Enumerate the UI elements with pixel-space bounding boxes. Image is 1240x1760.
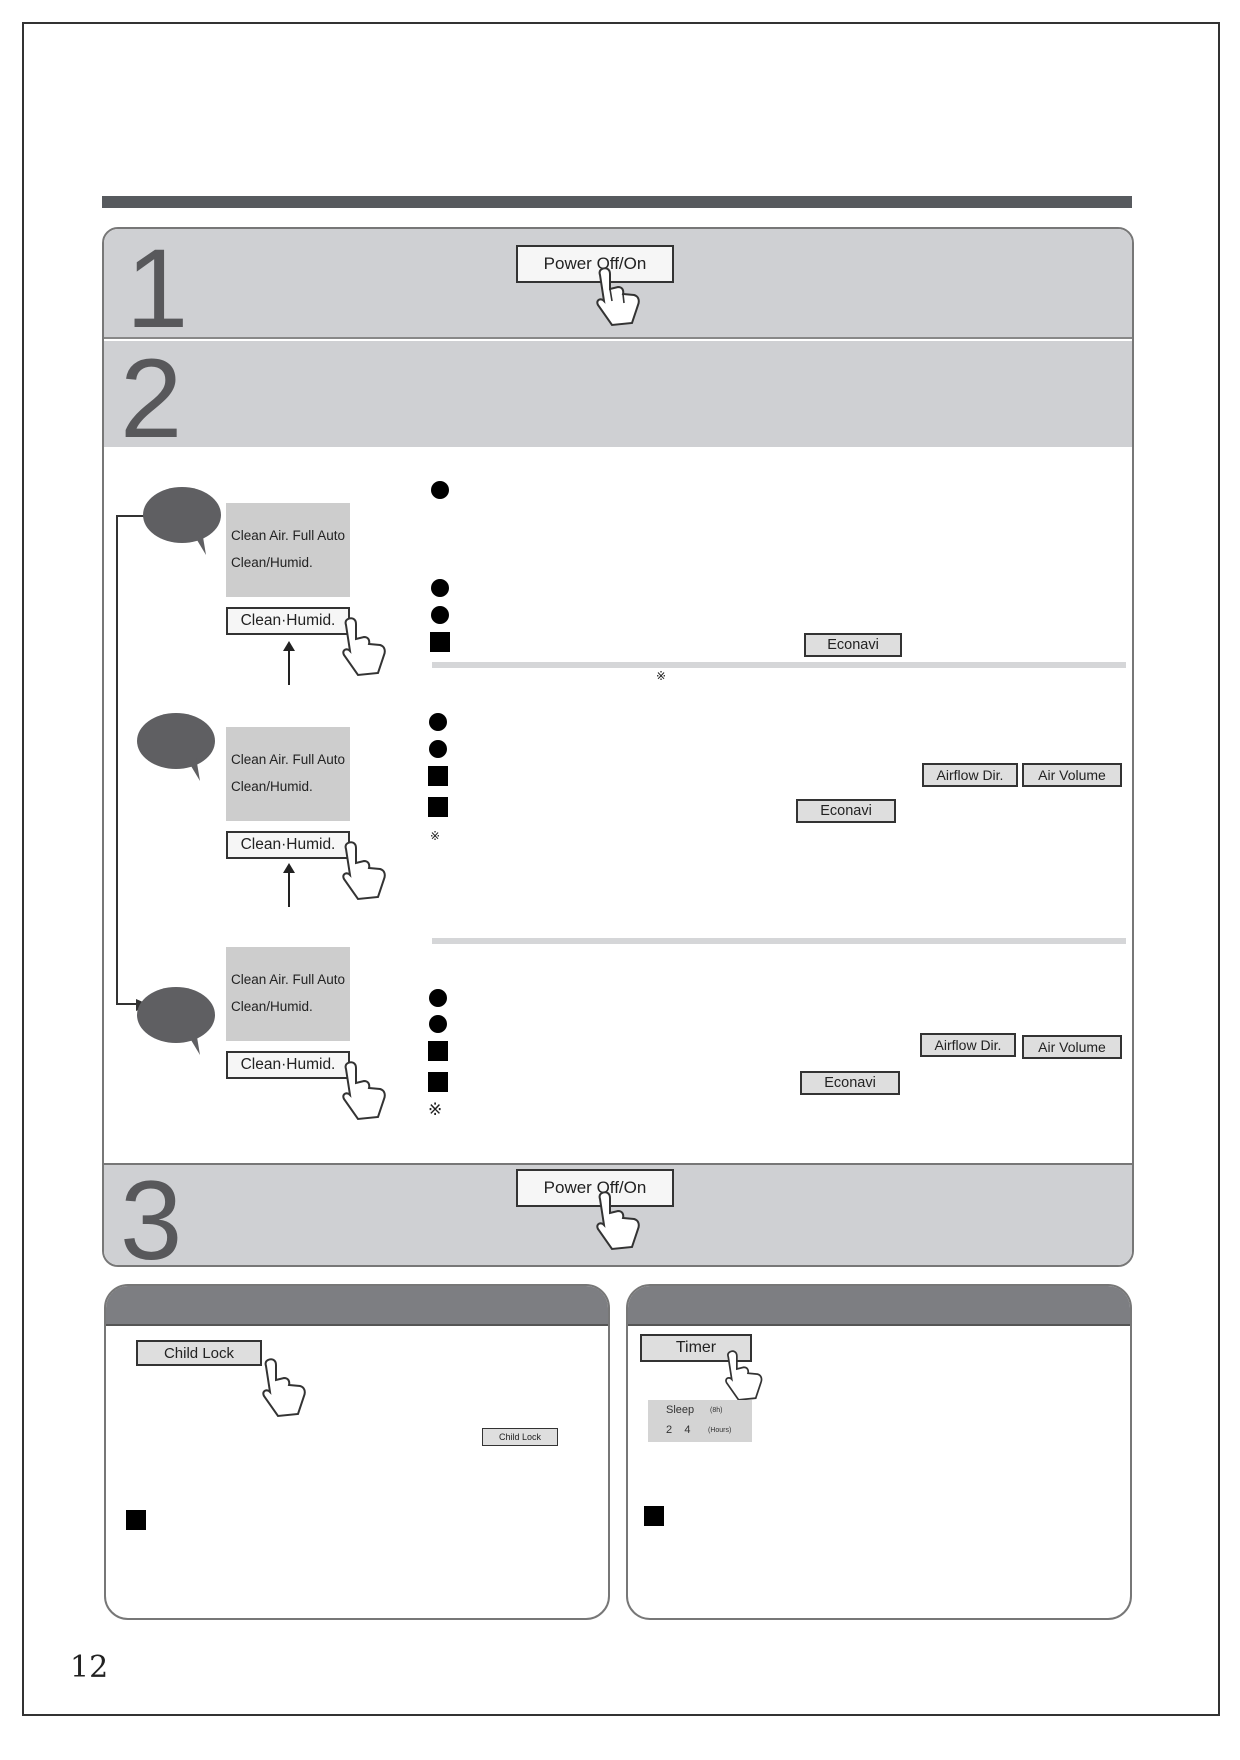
child-lock-header: [106, 1286, 608, 1326]
airflow-dir-button[interactable]: Airflow Dir.: [922, 763, 1018, 787]
timer-hour-unit: (Hours): [708, 1427, 732, 1434]
speech-bubble-icon: [143, 487, 221, 555]
step-2-band: [104, 341, 1132, 447]
bullet-dot: [429, 740, 447, 758]
pointing-hand-icon: [262, 1358, 306, 1418]
bullet-square: [430, 632, 450, 652]
step-3-number: 3: [120, 1158, 183, 1267]
bullet-dot: [431, 481, 449, 499]
bullet-dot: [429, 713, 447, 731]
pointing-hand-icon: [342, 841, 386, 901]
up-arrow-icon: [283, 641, 295, 685]
child-lock-button[interactable]: Child Lock: [136, 1340, 262, 1366]
clean-humid-button[interactable]: Clean·Humid.: [226, 1051, 350, 1079]
bullet-square: [428, 1041, 448, 1061]
mode-display: Clean Air. Full Auto Clean/Humid.: [226, 503, 350, 597]
power-button[interactable]: Power Off/On: [516, 1169, 674, 1207]
pointing-hand-icon: [342, 617, 386, 677]
reference-mark: ※: [656, 669, 667, 683]
step-1-number: 1: [126, 227, 189, 351]
section-divider: [432, 938, 1126, 944]
speech-bubble-icon: [137, 713, 215, 781]
air-volume-button[interactable]: Air Volume: [1022, 1035, 1122, 1059]
title-rule: [102, 196, 1132, 208]
page-number: 12: [70, 1650, 109, 1685]
bullet-square: [428, 766, 448, 786]
steps-panel: 1 2 3 Power Off/On Clean Air. Full Auto …: [102, 227, 1134, 1267]
bullet-dot: [429, 989, 447, 1007]
clean-humid-button[interactable]: Clean·Humid.: [226, 607, 350, 635]
pointing-hand-icon: [725, 1350, 763, 1401]
bullet-dot: [431, 579, 449, 597]
speech-bubble-icon: [137, 987, 215, 1055]
timer-panel: Timer Sleep (8h) 2 4 (Hours): [626, 1284, 1132, 1620]
reference-mark: ※: [428, 1100, 443, 1120]
pointing-hand-icon: [596, 267, 640, 327]
child-lock-small-button[interactable]: Child Lock: [482, 1428, 558, 1446]
power-button[interactable]: Power Off/On: [516, 245, 674, 283]
econavi-button[interactable]: Econavi: [804, 633, 902, 657]
timer-sleep-tag: (8h): [710, 1407, 723, 1414]
econavi-button[interactable]: Econavi: [796, 799, 896, 823]
page-frame: [22, 22, 1220, 1716]
child-lock-panel: Child Lock Child Lock: [104, 1284, 610, 1620]
bullet-square: [428, 1072, 448, 1092]
timer-hour-values: 2 4: [666, 1424, 691, 1436]
clean-humid-button[interactable]: Clean·Humid.: [226, 831, 350, 859]
bullet-square: [428, 797, 448, 817]
pointing-hand-icon: [342, 1061, 386, 1121]
pointing-hand-icon: [596, 1191, 640, 1251]
bullet-square: [126, 1510, 146, 1530]
bullet-dot: [431, 606, 449, 624]
mode-cycle-bracket: [116, 515, 144, 1005]
air-volume-button[interactable]: Air Volume: [1022, 763, 1122, 787]
econavi-button[interactable]: Econavi: [800, 1071, 900, 1095]
bullet-square: [644, 1506, 664, 1526]
mode-display: Clean Air. Full Auto Clean/Humid.: [226, 947, 350, 1041]
bullet-dot: [429, 1015, 447, 1033]
up-arrow-icon: [283, 863, 295, 907]
timer-header: [628, 1286, 1130, 1326]
section-divider: [432, 662, 1126, 668]
reference-mark: ※: [430, 829, 441, 843]
step-2-number: 2: [120, 336, 183, 461]
timer-sleep-label: Sleep: [666, 1404, 695, 1416]
airflow-dir-button[interactable]: Airflow Dir.: [920, 1033, 1016, 1057]
mode-display: Clean Air. Full Auto Clean/Humid.: [226, 727, 350, 821]
timer-display: Sleep (8h) 2 4 (Hours): [648, 1400, 752, 1442]
